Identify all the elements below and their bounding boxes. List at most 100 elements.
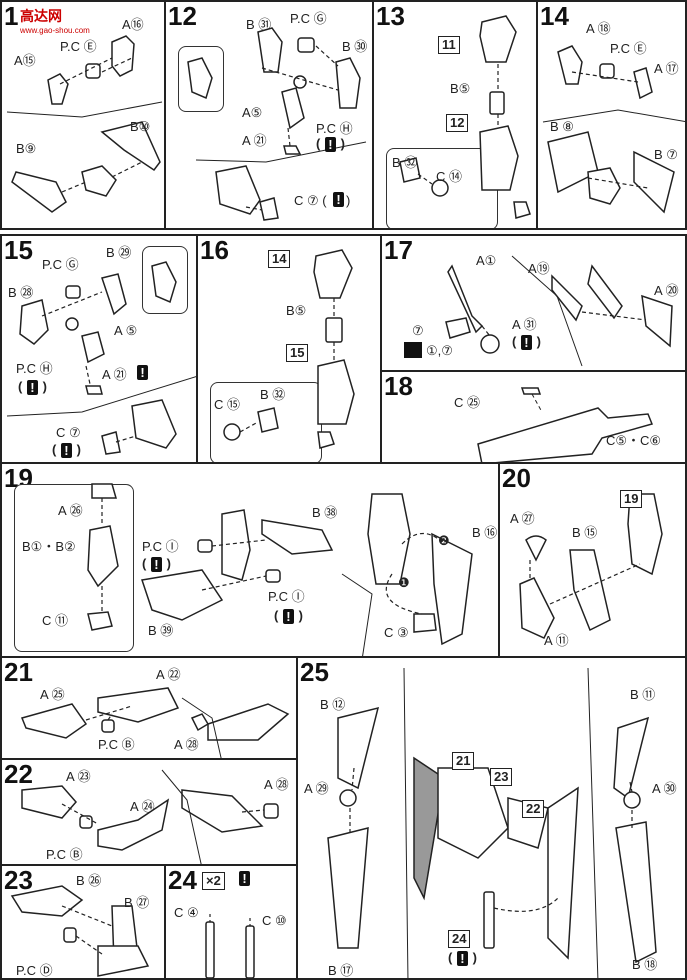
label: C ③ <box>384 625 409 640</box>
label: B ㊴ <box>148 623 174 638</box>
label: A ㉘ <box>174 737 199 752</box>
caution-icon: ! <box>238 870 251 887</box>
label: A ㉑ <box>102 367 127 382</box>
step-reference: 14 <box>268 250 291 268</box>
label: B ㊳ <box>312 505 338 520</box>
step-reference: 22 <box>522 800 545 818</box>
label: A ⑤ <box>114 323 138 338</box>
quantity-multiplier: ×2 <box>202 872 225 890</box>
label: B ⑧ <box>550 119 574 134</box>
step-reference: 21 <box>452 752 475 770</box>
step-24-panel: 24 ×2 ! C ④ C ⑩ <box>164 864 298 980</box>
label: P.C Ⓑ <box>98 737 135 752</box>
label: A ⑳ <box>654 283 679 298</box>
step-21-panel: 21 A ㉕ A ㉒ P.C Ⓑ A ㉘ <box>0 656 298 760</box>
label: C ㉕ <box>454 395 481 410</box>
label: A⑯ <box>122 17 144 32</box>
label: P.C Ⓗ <box>16 361 53 376</box>
label: A ㉓ <box>66 769 91 784</box>
label: A ㉛ <box>512 317 537 332</box>
label: P.C Ⓖ <box>290 11 327 26</box>
step-number: 21 <box>4 657 33 687</box>
step-reference: 12 <box>446 114 469 132</box>
step-number: 23 <box>4 865 33 895</box>
label: ) <box>346 193 351 208</box>
step-reference: 24 <box>448 930 471 948</box>
label: B⑤ <box>450 81 471 96</box>
step-number: 15 <box>4 235 33 265</box>
label: C ⑪ <box>42 613 69 628</box>
caution-icon: ( ! ) <box>18 379 47 396</box>
label: B ㉜ <box>392 155 418 170</box>
step-19-parts-drawing <box>87 483 473 656</box>
label: B ⑫ <box>320 697 346 712</box>
step-18-parts-drawing <box>477 387 654 462</box>
label: C ⑭ <box>436 169 463 184</box>
label: B ㉜ <box>260 387 286 402</box>
step-number: 25 <box>300 657 329 687</box>
step-22-parts-drawing <box>21 769 279 864</box>
caution-icon: ! <box>332 191 345 208</box>
step-reference: 23 <box>490 768 513 786</box>
label: B ⑰ <box>328 963 354 978</box>
step-reference: 11 <box>438 36 460 54</box>
label: A① <box>476 253 497 268</box>
caution-icon: ! <box>136 364 149 381</box>
step-22-panel: 22 A ㉓ A ㉔ A ㉘ P.C Ⓑ <box>0 758 298 866</box>
step-number: 17 <box>384 235 413 265</box>
label: A ㉖ <box>58 503 83 518</box>
label: B①・B② <box>22 539 76 554</box>
label: A⑲ <box>528 261 550 276</box>
label: A ⑱ <box>586 21 611 36</box>
label: B ⑮ <box>572 525 598 540</box>
step-number: 20 <box>502 463 531 493</box>
step-18-panel: 18 C ㉕ C⑤・C⑥ <box>380 370 687 464</box>
step-24-parts-drawing <box>205 914 255 978</box>
step-23-parts-drawing <box>10 885 150 977</box>
label: B ㉚ <box>342 39 368 54</box>
step-16-panel: 16 14 B⑤ 15 B ㉜ C ⑮ <box>196 234 382 464</box>
step-15-panel: 15 P.C Ⓖ B ㉙ B ㉘ A ⑤ P.C Ⓗ ( ! ) A ㉑ ! C… <box>0 234 198 464</box>
label: A ㉗ <box>510 511 535 526</box>
label: B ㉘ <box>8 285 34 300</box>
step-20-parts-drawing <box>519 493 663 639</box>
label: B⑩ <box>130 119 151 134</box>
label: ①,⑦ <box>426 343 453 358</box>
step-number: 24 <box>168 865 197 895</box>
nipper-icon <box>404 342 422 358</box>
step-17-parts-drawing <box>445 255 673 367</box>
step-number: 14 <box>540 1 569 31</box>
step-number: 18 <box>384 371 413 401</box>
step-17-panel: 17 A① A⑲ A ⑳ A ㉛ ( ! ) ⑦ ①,⑦ <box>380 234 687 372</box>
label: B ㉗ <box>124 895 150 910</box>
label: ❷ <box>438 533 450 548</box>
label: ⑦ <box>412 323 424 338</box>
label: A ㉙ <box>304 781 329 796</box>
label: C ⑩ <box>262 913 287 928</box>
label: C ④ <box>174 905 199 920</box>
caution-icon: ( ! ) <box>316 136 345 153</box>
step-23-panel: 23 B ㉖ B ㉗ P.C Ⓓ <box>0 864 166 980</box>
label: B ㉛ <box>246 17 272 32</box>
label: P.C Ⓖ <box>42 257 79 272</box>
label: B ㉙ <box>106 245 132 260</box>
step-16-parts-drawing <box>223 249 355 449</box>
step-14-parts-drawing <box>542 45 685 214</box>
step-13-parts-drawing <box>399 15 531 219</box>
label: ❶ <box>398 575 410 590</box>
label: A ㉔ <box>130 799 155 814</box>
step-number: 1 <box>4 1 19 31</box>
label: P.C Ⓔ <box>610 41 647 56</box>
step-14-panel: 14 A ⑱ P.C Ⓔ A ⑰ B ⑧ B ⑦ <box>536 0 687 230</box>
caution-icon: ( ! ) <box>52 442 81 459</box>
label: B ⑯ <box>472 525 498 540</box>
label: C⑤・C⑥ <box>606 433 662 448</box>
label: C ⑦ ( <box>294 193 327 208</box>
caution-icon: ( ! ) <box>142 556 171 573</box>
label: A ⑰ <box>654 61 679 76</box>
step-21-parts-drawing <box>20 687 290 758</box>
step-12-panel: 12 B ㉛ P.C Ⓖ B ㉚ A⑤ A ㉑ P.C Ⓗ ( ! ) C ⑦ … <box>164 0 374 230</box>
label: A ㉘ <box>264 777 289 792</box>
